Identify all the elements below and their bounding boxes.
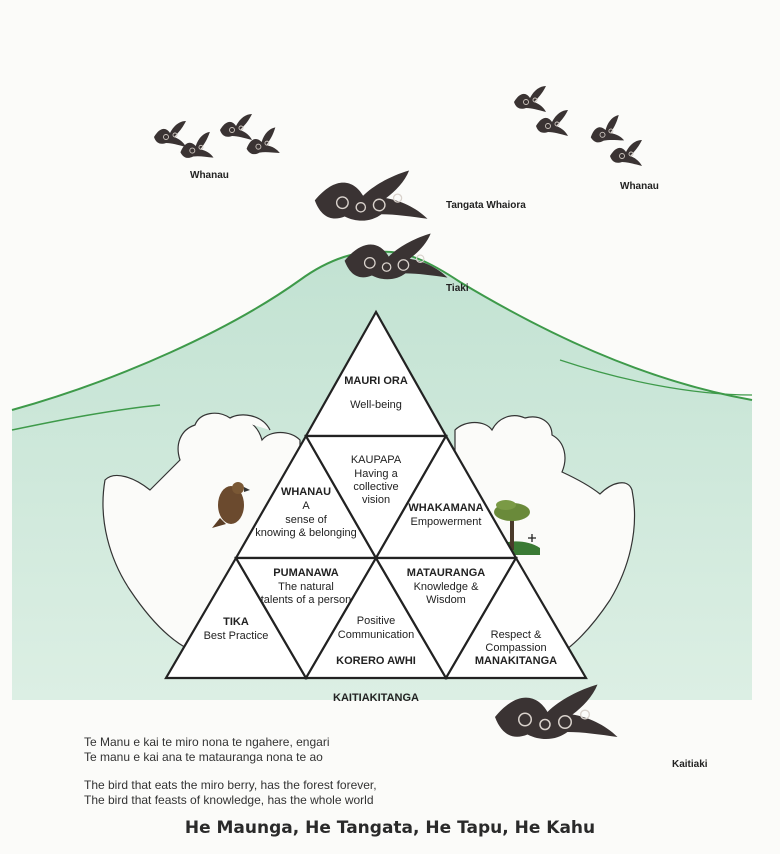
proverb-english-line2: The bird that feasts of knowledge, has t…: [84, 793, 374, 807]
matauranga-line2: Wisdom: [426, 594, 466, 606]
matauranga-line1: Knowledge &: [413, 581, 479, 593]
pyramid-diagram: [164, 309, 588, 681]
whanau-line1: A: [302, 500, 310, 512]
tangata-whaiora-bird-icon: [314, 169, 429, 222]
proverb-maori-line1: Te Manu e kai te miro nona te ngahere, e…: [84, 735, 330, 749]
proverb-maori-line2: Te manu e kai ana te matauranga nona te …: [84, 750, 323, 764]
korero-line1: Positive: [356, 615, 396, 627]
whanau-right-bird-flock: [513, 85, 643, 167]
tika-title: TIKA: [223, 616, 249, 628]
korero-line2: Communication: [337, 629, 415, 641]
tika-body: Best Practice: [203, 630, 269, 642]
pumanawa-title: PUMANAWA: [273, 567, 339, 579]
whakamana-body: Empowerment: [410, 516, 482, 528]
kaitiakitanga-label: KAITIAKITANGA: [333, 692, 419, 704]
whanau-left-bird-flock: [153, 113, 281, 163]
hawk-icon: [212, 482, 250, 528]
whanau-left-label: Whanau: [190, 170, 229, 181]
matauranga-title: MATAURANGA: [406, 567, 486, 579]
whanau-line3: knowing & belonging: [255, 527, 357, 539]
tiaki-bird-icon: [343, 232, 449, 280]
pumanawa-line1: The natural: [278, 581, 334, 593]
tangata-whaiora-label: Tangata Whaiora: [446, 200, 526, 211]
kaupapa-line3: vision: [361, 494, 391, 506]
whakamana-title: WHAKAMANA: [408, 502, 484, 514]
triangle-manaakitanga: [444, 555, 588, 680]
manaakitanga-line1: Respect &: [490, 629, 542, 641]
kaupapa-title: KAUPAPA: [350, 454, 402, 466]
pumanawa-line2: talents of a person: [260, 594, 352, 606]
tiaki-label: Tiaki: [446, 283, 469, 294]
whanau-line2: sense of: [285, 514, 327, 526]
left-hand-icon: [102, 412, 301, 651]
right-hand-icon: [454, 415, 636, 661]
kaupapa-line2: collective: [353, 481, 399, 493]
whanau-right-label: Whanau: [620, 181, 659, 192]
mountain-left-shoulder: [11, 404, 161, 431]
whanau-title: WHANAU: [280, 486, 332, 498]
mauri-ora-title: MAURI ORA: [344, 375, 408, 387]
korero-title: KORERO AWHI: [336, 655, 416, 667]
footer-title: He Maunga, He Tangata, He Tapu, He Kahu: [184, 818, 596, 838]
kaitiaki-label: Kaitiaki: [672, 759, 708, 770]
mauri-ora-body: Well-being: [350, 399, 402, 411]
mountain-right-shoulder: [559, 359, 753, 396]
proverb-english-line1: The bird that eats the miro berry, has t…: [84, 778, 377, 792]
manaakitanga-line2: Compassion: [485, 642, 547, 654]
manaakitanga-title: MANAKITANGA: [474, 655, 558, 667]
kaupapa-line1: Having a: [354, 468, 398, 480]
